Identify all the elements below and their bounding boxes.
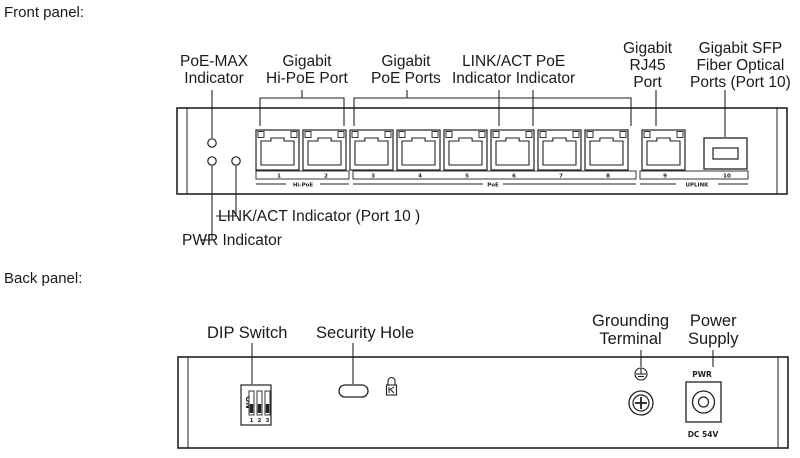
label-grounding-terminal: Grounding Terminal: [592, 312, 670, 348]
port-group: [255, 129, 686, 171]
rj45-port-3-icon: [349, 129, 394, 171]
label-poe-max-indicator: PoE-MAX Indicator: [180, 53, 249, 87]
dip-switch-icon: ON 1 2 3: [240, 384, 272, 426]
power-jack-icon: [685, 381, 722, 423]
rj45-port-9-icon: [641, 129, 686, 171]
label-link-act-port10: LINK/ACT Indicator (Port 10 ): [218, 208, 421, 225]
lock-icon: [385, 376, 398, 396]
group-label-uplink: UPLINK: [686, 183, 710, 189]
rj45-port-8-icon: [584, 129, 629, 171]
port-number-5: 5: [465, 174, 469, 180]
rj45-port-1-icon: [255, 129, 300, 171]
port-number-1: 1: [277, 174, 281, 180]
pwr-led-icon: [207, 156, 217, 166]
dip-number-1: 1: [250, 418, 254, 424]
port-number-10: 10: [723, 174, 731, 180]
back-callouts: [251, 343, 714, 384]
label-poe-ports: Gigabit PoE Ports: [371, 53, 441, 87]
svg-text:ON: ON: [244, 396, 253, 409]
label-security-hole: Security Hole: [316, 324, 415, 342]
grounding-terminal-icon: [628, 390, 654, 416]
label-sfp-port: Gigabit SFP Fiber Optical Ports (Port 10…: [690, 40, 791, 91]
sfp-port-icon: [703, 137, 748, 170]
port-number-9: 9: [663, 174, 667, 180]
rj45-port-2-icon: [302, 129, 347, 171]
label-pwr-indicator: PWR Indicator: [182, 232, 282, 249]
poe-max-led-icon: [207, 138, 217, 148]
group-label-hi-poe: Hi-PoE: [293, 183, 314, 189]
security-hole-icon: [338, 384, 369, 398]
rj45-port-7-icon: [537, 129, 582, 171]
dip-number-2: 2: [258, 418, 262, 424]
port-number-7: 7: [559, 174, 563, 180]
front-callouts: [200, 90, 726, 241]
rj45-port-4-icon: [396, 129, 441, 171]
group-label-poe: PoE: [487, 183, 499, 189]
label-link-act-poe-indicator: LINK/ACT PoE Indicator Indicator: [452, 53, 576, 87]
port-number-6: 6: [512, 174, 516, 180]
port-number-8: 8: [606, 174, 610, 180]
port-number-2: 2: [324, 174, 328, 180]
label-dip-switch: DIP Switch: [207, 324, 288, 342]
pwr-text: PWR: [692, 370, 712, 379]
dc-voltage-text: DC 54V: [688, 430, 719, 439]
link-act-port10-led-icon: [231, 156, 241, 166]
back-panel-title: Back panel:: [4, 270, 83, 287]
dip-number-3: 3: [266, 418, 270, 424]
port-number-4: 4: [418, 174, 422, 180]
label-hi-poe-port: Gigabit Hi-PoE Port: [266, 53, 348, 87]
front-panel-title: Front panel:: [4, 4, 85, 21]
label-rj45-port: Gigabit RJ45 Port: [623, 40, 673, 91]
label-power-supply: Power Supply: [688, 312, 739, 348]
port-number-3: 3: [371, 174, 375, 180]
ground-icon: [634, 367, 648, 381]
rj45-port-6-icon: [490, 129, 535, 171]
rj45-port-5-icon: [443, 129, 488, 171]
